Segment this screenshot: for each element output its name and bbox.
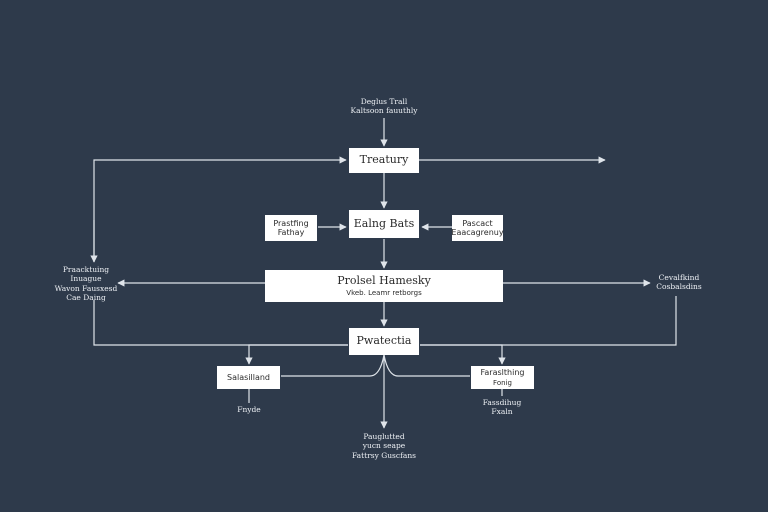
bottom-right-label: Fassdihug Fxaln [477, 398, 527, 417]
connector-protocols-left-branch [245, 344, 348, 365]
node-bottom-left[interactable]: Salasilland [217, 366, 280, 389]
left-side-label-line-1: Praacktuing [62, 265, 110, 274]
bottom-left-label-line-1: Fnyde [237, 405, 261, 414]
right-side-label: Cevalfkind Cosbalsdins [648, 273, 710, 292]
top-label-line-2: Kaltsoon fauuthly [350, 106, 418, 116]
bottom-right-label-line-2: Fxaln [491, 407, 513, 417]
connector-left-loop [93, 156, 347, 262]
bottom-center-label-line-2: yucn seape [362, 441, 406, 451]
top-label-line-1: Deglus Trall [360, 97, 408, 106]
left-side-label: Praacktuing Inuague Wavon Fausxesd Cae D… [50, 265, 122, 303]
connector-protocols-right-branch [420, 344, 506, 365]
node-treasury-label: Treatury [359, 153, 409, 167]
node-left-small-line-1: Prastfing [273, 218, 309, 228]
node-bottom-right[interactable]: Faraslthing Fonig [471, 366, 534, 389]
node-left-small[interactable]: Prastfing Fathay [265, 215, 317, 241]
node-treasury[interactable]: Treatury [349, 148, 419, 173]
node-project-sublabel: Vkeb. Leamr retborgs [346, 288, 422, 297]
top-label: Deglus Trall Kaltsoon fauuthly [344, 97, 424, 116]
node-protocols-label: Pwatectia [356, 334, 412, 348]
left-side-label-line-4: Cae Daing [66, 293, 106, 303]
left-side-label-line-3: Wavon Fausxesd [54, 283, 118, 293]
node-bottom-left-label: Salasilland [227, 372, 270, 382]
bottom-center-label-line-1: Pauglutted [363, 432, 405, 441]
connector-split-right [383, 354, 470, 377]
node-project-label: Prolsel Hamesky [337, 274, 431, 288]
node-right-small[interactable]: Pascact Eaacagrenuy [451, 215, 504, 241]
bottom-right-label-line-1: Fassdihug [482, 398, 522, 407]
bottom-center-label-line-3: Fattrsy Guscfans [351, 450, 417, 460]
connector-right-return [420, 296, 677, 346]
right-side-label-line-1: Cevalfkind [658, 273, 700, 282]
node-daily-data-label: Ealng Bats [353, 216, 415, 230]
node-daily-data[interactable]: Ealng Bats [349, 210, 419, 238]
node-right-small-line-2: Eaacagrenuy [451, 228, 504, 237]
node-bottom-right-label: Faraslthing [480, 368, 525, 378]
node-project[interactable]: Prolsel Hamesky Vkeb. Leamr retborgs [265, 270, 503, 302]
right-side-label-line-2: Cosbalsdins [656, 282, 702, 292]
bottom-center-label: Pauglutted yucn seape Fattrsy Guscfans [339, 432, 429, 460]
connector-split-left [281, 354, 385, 377]
bottom-left-label: Fnyde [224, 405, 274, 414]
connector-left-return [93, 300, 348, 346]
node-bottom-right-sublabel: Fonig [493, 378, 512, 387]
node-protocols[interactable]: Pwatectia [349, 328, 419, 355]
node-right-small-line-1: Pascact [462, 218, 493, 228]
left-side-label-line-2: Inuague [70, 274, 102, 284]
node-left-small-line-2: Fathay [277, 228, 305, 237]
